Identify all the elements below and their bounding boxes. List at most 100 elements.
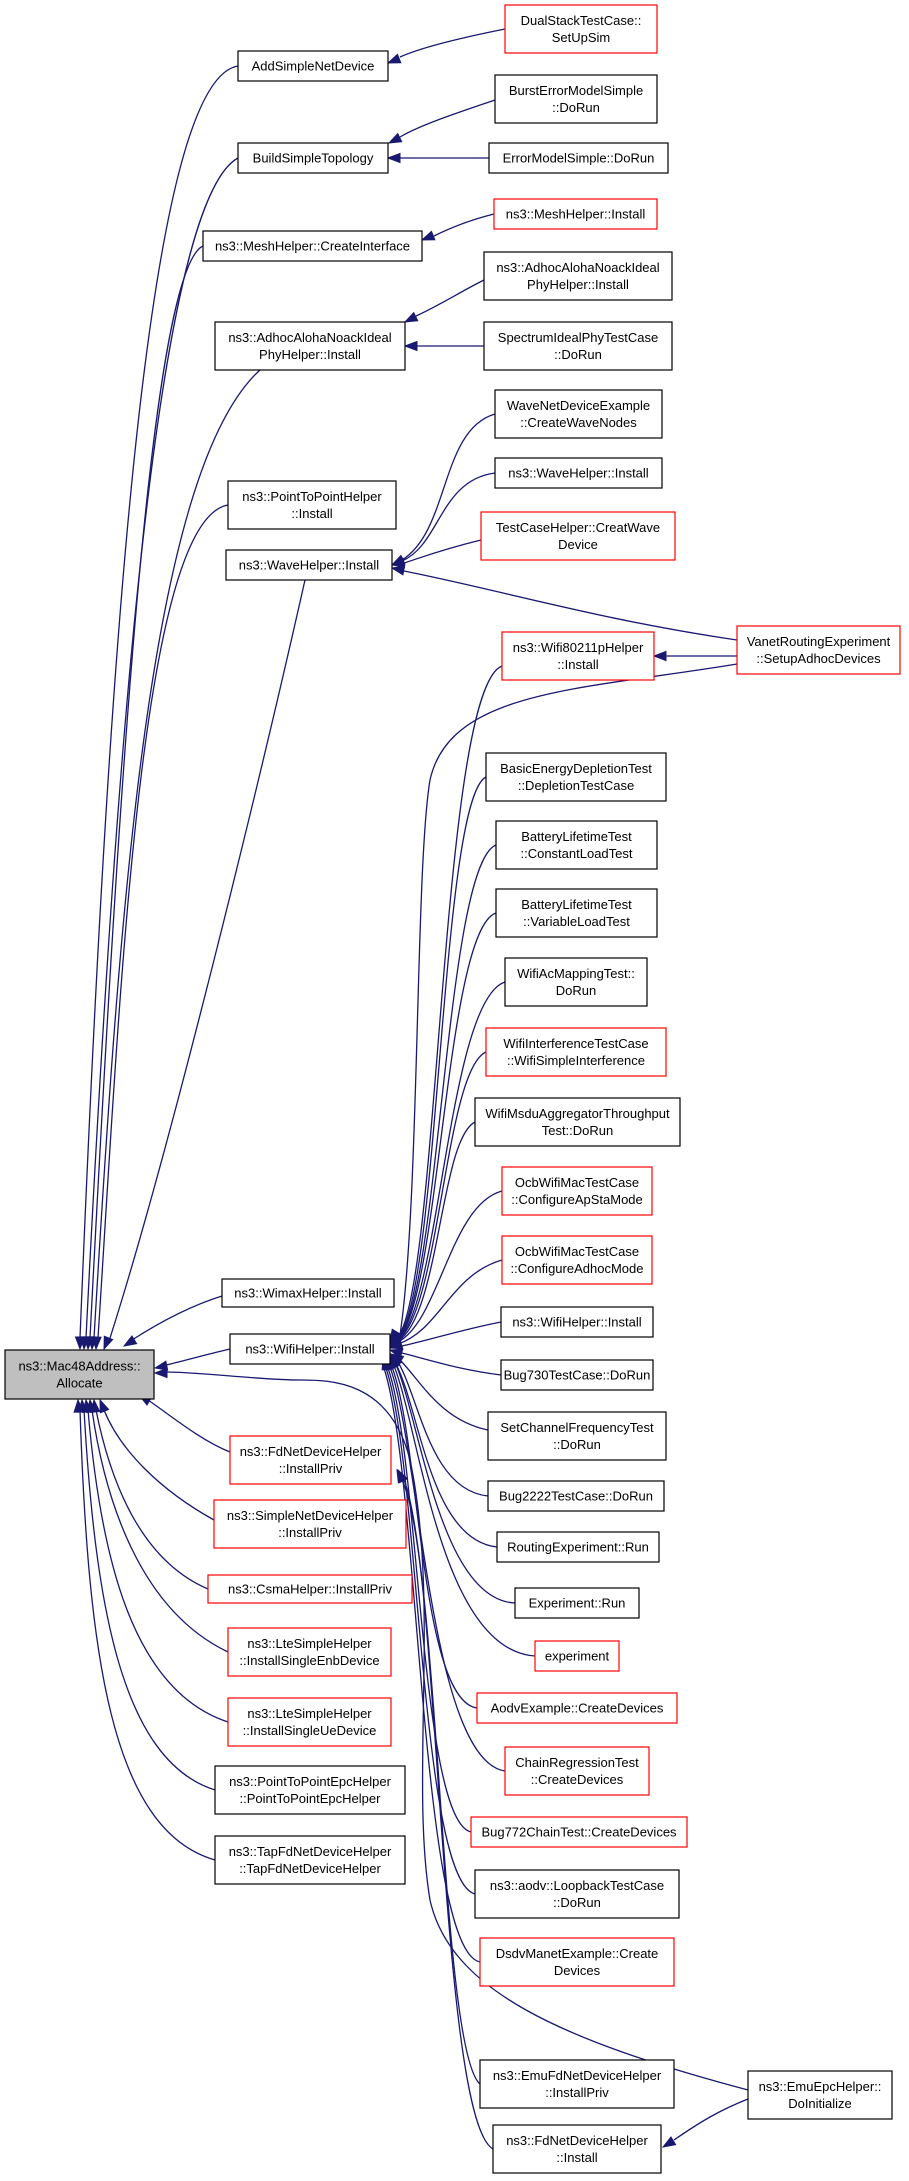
edge-fdnetinstall-to-fdnetpriv: [397, 1468, 494, 2150]
node-label-line: ns3::FdNetDeviceHelper: [240, 1444, 382, 1459]
node-p2pinstall[interactable]: ns3::PointToPointHelper::Install: [227, 480, 397, 530]
node-bug730[interactable]: Bug730TestCase::DoRun: [500, 1359, 654, 1391]
node-experiment[interactable]: experiment: [534, 1640, 620, 1672]
node-aodvloop[interactable]: ns3::aodv::LoopbackTestCase::DoRun: [474, 1869, 680, 1919]
node-spectrum[interactable]: SpectrumIdealPhyTestCase::DoRun: [483, 321, 673, 371]
node-chainreg[interactable]: ChainRegressionTest::CreateDevices: [504, 1746, 650, 1796]
node-box: [227, 1697, 392, 1747]
node-label-line: Bug730TestCase::DoRun: [504, 1368, 651, 1383]
node-label-line: Bug2222TestCase::DoRun: [499, 1489, 653, 1504]
node-bug2222[interactable]: Bug2222TestCase::DoRun: [487, 1480, 665, 1512]
edge-line: [415, 279, 485, 317]
edge-dualstack-to-addsimple: [386, 28, 506, 64]
node-setchannel[interactable]: SetChannelFrequencyTest::DoRun: [487, 1411, 667, 1461]
node-wavenetdev[interactable]: WaveNetDeviceExample::CreateWaveNodes: [494, 389, 663, 439]
node-ocbap[interactable]: OcbWifiMacTestCase::ConfigureApStaMode: [501, 1166, 653, 1216]
node-label-line: ::InstallSingleEnbDevice: [239, 1653, 379, 1668]
node-box: [501, 1235, 653, 1285]
node-wifiinterf[interactable]: WifiInterferenceTestCase::WifiSimpleInte…: [485, 1027, 667, 1077]
edge-line: [397, 1121, 476, 1342]
node-wifi80211p[interactable]: ns3::Wifi80211pHelper::Install: [501, 631, 655, 681]
edge-line: [401, 413, 496, 561]
node-batteryvar[interactable]: BatteryLifetimeTest::VariableLoadTest: [495, 888, 658, 938]
node-label-line: ::InstallPriv: [279, 1461, 343, 1476]
node-adhocaloha2[interactable]: ns3::AdhocAlohaNoackIdealPhyHelper::Inst…: [483, 251, 673, 301]
node-fdnetpriv[interactable]: ns3::FdNetDeviceHelper::InstallPriv: [229, 1435, 392, 1485]
node-p2pepc[interactable]: ns3::PointToPointEpcHelper::PointToPoint…: [214, 1765, 406, 1815]
node-wifihelper2[interactable]: ns3::WifiHelper::Install: [500, 1306, 654, 1338]
node-label-line: ns3::LteSimpleHelper: [247, 1636, 372, 1651]
edge-batteryconst-to-wifihelper: [389, 844, 497, 1345]
node-addsimple[interactable]: AddSimpleNetDevice: [237, 50, 389, 82]
node-box: [747, 2070, 893, 2120]
node-emufd[interactable]: ns3::EmuFdNetDeviceHelper::InstallPriv: [479, 2059, 675, 2109]
edge-arrowhead: [99, 1398, 110, 1414]
edge-line: [395, 1364, 516, 1604]
edge-wifi80211p-to-wifihelper: [389, 665, 503, 1344]
node-buildsimple[interactable]: BuildSimpleTopology: [237, 142, 389, 174]
node-adhocaloha[interactable]: ns3::AdhocAlohaNoackIdealPhyHelper::Inst…: [214, 321, 406, 371]
edge-emufd-to-fdnetpriv: [396, 1468, 481, 2085]
node-label-line: DualStackTestCase::: [521, 13, 642, 28]
edge-line: [397, 981, 506, 1341]
node-label-line: ns3::SimpleNetDeviceHelper: [227, 1508, 394, 1523]
node-batteryconst[interactable]: BatteryLifetimeTest::ConstantLoadTest: [495, 820, 658, 870]
node-emuepc[interactable]: ns3::EmuEpcHelper::DoInitialize: [747, 2070, 893, 2120]
node-ocbadhoc[interactable]: OcbWifiMacTestCase::ConfigureAdhocMode: [501, 1235, 653, 1285]
node-label-line: ::InstallPriv: [278, 1525, 342, 1540]
edge-line: [387, 1367, 472, 1833]
node-tapfd[interactable]: ns3::TapFdNetDeviceHelper::TapFdNetDevic…: [214, 1835, 406, 1885]
node-errormodel[interactable]: ErrorModelSimple::DoRun: [488, 142, 669, 174]
node-aodvex[interactable]: AodvExample::CreateDevices: [476, 1692, 678, 1724]
node-csma[interactable]: ns3::CsmaHelper::InstallPriv: [207, 1574, 413, 1604]
node-vanet[interactable]: VanetRoutingExperiment::SetupAdhocDevice…: [736, 625, 901, 675]
node-label-line: ns3::Wifi80211pHelper: [513, 640, 644, 655]
node-lteue[interactable]: ns3::LteSimpleHelper::InstallSingleUeDev…: [227, 1697, 392, 1747]
node-box: [488, 142, 669, 174]
edge-line: [397, 665, 503, 1338]
node-box: [500, 1359, 654, 1391]
node-experimentrun[interactable]: Experiment::Run: [514, 1587, 640, 1619]
node-basicenergy[interactable]: BasicEnergyDepletionTest::DepletionTestC…: [485, 752, 667, 802]
node-label-line: PhyHelper::Install: [259, 347, 361, 362]
node-fdnetinstall[interactable]: ns3::FdNetDeviceHelper::Install: [492, 2124, 662, 2174]
node-wavehelper2[interactable]: ns3::WaveHelper::Install: [494, 457, 663, 489]
node-bursterror[interactable]: BurstErrorModelSimple::DoRun: [494, 74, 658, 124]
node-wifihelper[interactable]: ns3::WifiHelper::Install: [229, 1333, 391, 1365]
node-simplenetpriv[interactable]: ns3::SimpleNetDeviceHelper::InstallPriv: [213, 1499, 407, 1549]
node-meshcreate[interactable]: ns3::MeshHelper::CreateInterface: [202, 230, 423, 262]
node-wifiac[interactable]: WifiAcMappingTest::DoRun: [504, 957, 648, 1007]
node-box: [487, 1480, 665, 1512]
edge-wimax-to-root: [122, 1295, 223, 1347]
edge-line: [89, 245, 204, 1339]
edge-basicenergy-to-wifihelper: [389, 776, 487, 1345]
edge-line: [95, 1409, 209, 1590]
edge-line: [93, 369, 261, 1339]
node-wimax[interactable]: ns3::WimaxHelper::Install: [221, 1278, 395, 1308]
node-routingexp[interactable]: RoutingExperiment::Run: [496, 1531, 660, 1563]
edge-line: [403, 539, 482, 564]
node-box: [483, 321, 673, 371]
node-label-line: ns3::aodv::LoopbackTestCase: [490, 1878, 664, 1893]
node-dsdv[interactable]: DsdvManetExample::CreateDevices: [479, 1937, 675, 1987]
node-label-line: ns3::EmuEpcHelper::: [759, 2079, 882, 2094]
node-label-line: WifiMsduAggregatorThroughput: [485, 1106, 670, 1121]
edge-meshinstall-to-meshcreate: [420, 213, 495, 241]
node-box: [214, 1765, 406, 1815]
node-ltesenb[interactable]: ns3::LteSimpleHelper::InstallSingleEnbDe…: [227, 1627, 392, 1677]
edge-line: [83, 1409, 216, 1791]
node-wavehelper[interactable]: ns3::WaveHelper::Install: [225, 549, 393, 581]
node-label-line: ::PointToPointEpcHelper: [240, 1791, 382, 1806]
node-meshinstall[interactable]: ns3::MeshHelper::Install: [493, 198, 658, 230]
node-bug772[interactable]: Bug772ChainTest::CreateDevices: [470, 1816, 688, 1848]
edge-line: [403, 1479, 494, 2150]
node-dualstack[interactable]: DualStackTestCase::SetUpSim: [504, 4, 658, 54]
node-label-line: ::WifiSimpleInterference: [507, 1053, 645, 1068]
edge-adhocaloha2-to-adhocaloha: [403, 279, 485, 323]
edge-tapfd-to-root: [73, 1398, 216, 1861]
node-label-line: ::Install: [556, 2150, 597, 2165]
edge-wavenetdev-to-wavehelper: [390, 413, 496, 566]
node-label-line: ::SetupAdhocDevices: [756, 651, 881, 666]
